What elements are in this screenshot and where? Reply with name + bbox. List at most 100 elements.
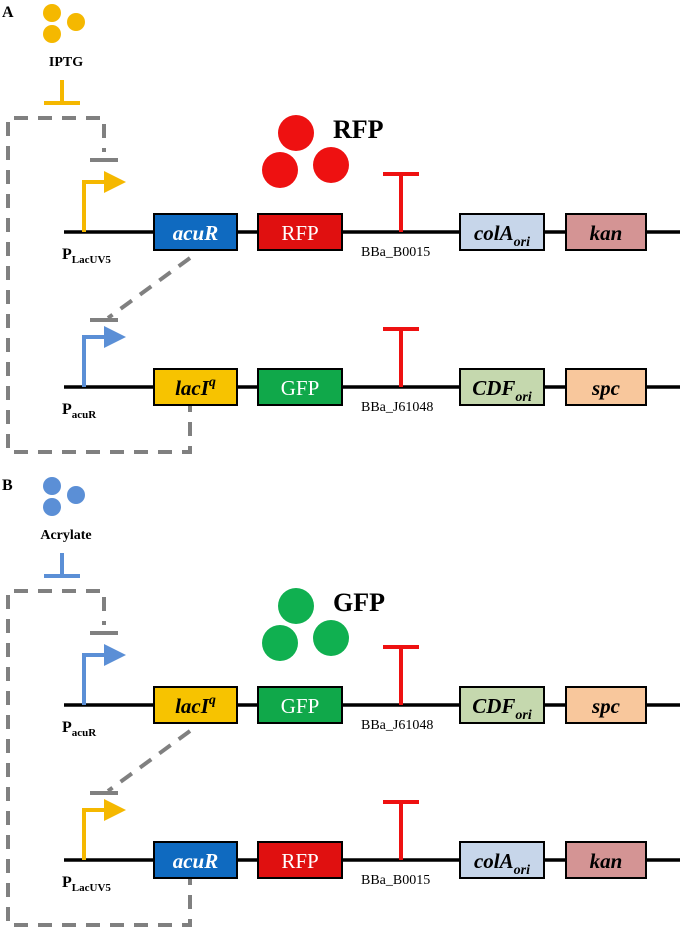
gene-box: [565, 686, 647, 724]
gene-label-sup: q: [209, 693, 216, 708]
promoter-label: PacuR: [62, 719, 97, 739]
gene-label-main: lacI: [175, 694, 210, 718]
product-molecules-icon: [262, 115, 349, 188]
promoter-label: PLacUV5: [62, 874, 111, 894]
gene-label: lacIq: [175, 375, 216, 400]
gene-label-main: CDF: [472, 694, 515, 718]
gene-box: [153, 686, 238, 724]
gene-block-cdf: CDFori: [459, 686, 545, 724]
gene-label-main: lacI: [175, 376, 210, 400]
inducer-molecule: [43, 4, 61, 22]
gene-label: kan: [590, 221, 623, 245]
product-molecules-icon: [262, 588, 349, 661]
promoter-label: PacuR: [62, 401, 97, 421]
promoter-label: PLacUV5: [62, 246, 111, 266]
promoter-arrow-icon: [82, 653, 106, 705]
gene-label: acuR: [173, 849, 219, 873]
gene-label-sub: ori: [514, 863, 530, 878]
promoter-label-sub: LacUV5: [72, 882, 112, 894]
gene-block-cdf: CDFori: [459, 368, 545, 406]
inducer-label: IPTG: [49, 55, 83, 70]
inducer-molecules-icon: [43, 477, 85, 516]
promoter-label-sub: LacUV5: [72, 254, 112, 266]
terminator-label: BBa_B0015: [361, 245, 430, 260]
gene-label: CDFori: [472, 694, 532, 723]
gene-label: acuR: [173, 221, 219, 245]
gene-box: [565, 368, 647, 406]
gene-block-gfp: GFP: [257, 686, 343, 724]
gene-label: spc: [591, 694, 621, 718]
product-molecule: [278, 588, 314, 624]
gene-box: [459, 213, 545, 251]
gene-block-acur: acuR: [153, 841, 238, 879]
gene-label-main: RFP: [281, 849, 318, 873]
inducer-molecule: [43, 25, 61, 43]
gene-block-cola: colAori: [459, 213, 545, 251]
product-label: RFP: [333, 115, 384, 144]
gene-box: [257, 368, 343, 406]
gene-block-gfp: GFP: [257, 368, 343, 406]
gene-label-sub: ori: [515, 390, 531, 405]
terminator-label: BBa_J61048: [361, 400, 433, 415]
inducer-molecule: [43, 477, 61, 495]
product-molecule: [313, 620, 349, 656]
gene-label-main: acuR: [173, 221, 219, 245]
promoter-arrowhead-icon: [104, 644, 126, 666]
gene-label: lacIq: [175, 693, 216, 718]
promoter-arrow-icon: [82, 335, 106, 387]
panel-label: B: [2, 477, 13, 494]
gene-label: spc: [591, 376, 621, 400]
gene-label-main: colA: [474, 221, 514, 245]
gene-label: colAori: [474, 849, 530, 878]
gene-block-acur: acuR: [153, 213, 238, 251]
gene-label: GFP: [281, 694, 320, 718]
gene-block-rfp: RFP: [257, 213, 343, 251]
acuR-repression-path: [106, 256, 192, 320]
gene-box: [257, 686, 343, 724]
gene-label-main: RFP: [281, 221, 318, 245]
panel-label: A: [2, 4, 14, 21]
gene-block-laci: lacIq: [153, 686, 238, 724]
inducer-molecule: [43, 498, 61, 516]
promoter-label-main: P: [62, 874, 72, 891]
gene-box: [257, 841, 343, 879]
gene-label: colAori: [474, 221, 530, 250]
gene-label-main: spc: [591, 694, 621, 718]
inducer-molecules-icon: [43, 4, 85, 43]
gene-box: [459, 841, 545, 879]
gene-label-sub: ori: [515, 708, 531, 723]
promoter-arrow-icon: [82, 808, 106, 860]
gene-label: RFP: [281, 849, 318, 873]
gene-label-sup: q: [209, 375, 216, 390]
promoter-label-main: P: [62, 246, 72, 263]
inducer-molecule: [67, 486, 85, 504]
product-molecule: [278, 115, 314, 151]
gene-label-main: GFP: [281, 376, 320, 400]
promoter-arrowhead-icon: [104, 171, 126, 193]
acuR-repression-path: [106, 729, 192, 793]
gene-box: [565, 841, 647, 879]
gene-label-main: kan: [590, 221, 623, 245]
gene-label-main: acuR: [173, 849, 219, 873]
gene-box: [459, 686, 545, 724]
gene-box: [459, 368, 545, 406]
gene-label-main: kan: [590, 849, 623, 873]
gene-block-kan: kan: [565, 213, 647, 251]
product-molecule: [262, 152, 298, 188]
terminator-label: BBa_J61048: [361, 718, 433, 733]
gene-label: RFP: [281, 221, 318, 245]
gene-label-main: spc: [591, 376, 621, 400]
inducer-molecule: [67, 13, 85, 31]
terminator-label: BBa_B0015: [361, 873, 430, 888]
gene-label: kan: [590, 849, 623, 873]
product-molecule: [313, 147, 349, 183]
gene-label-sub: ori: [514, 235, 530, 250]
gene-block-rfp: RFP: [257, 841, 343, 879]
gene-label-main: colA: [474, 849, 514, 873]
